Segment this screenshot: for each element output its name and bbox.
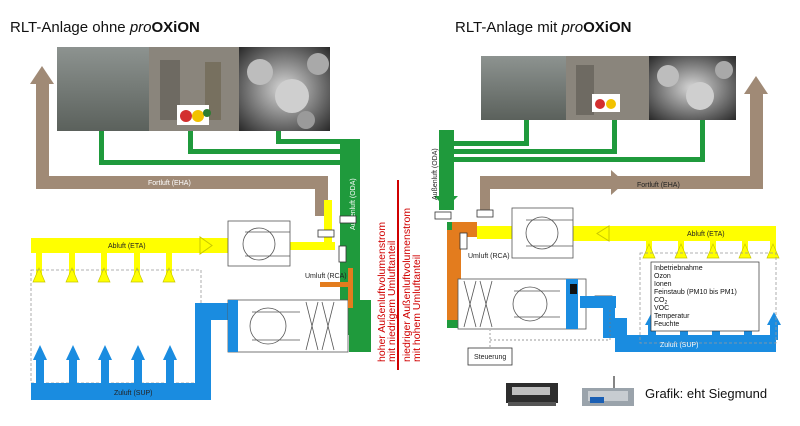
room-right: [639, 252, 777, 344]
damper-left: [317, 215, 357, 263]
label-badge-icon: [592, 94, 620, 112]
controller-device-icon: [506, 383, 558, 406]
ahu-unit-left: [227, 220, 349, 353]
ahu-unit-right: [457, 207, 587, 330]
abluft-label-left: Abluft (ETA): [108, 243, 146, 250]
photo-strip-left: [57, 47, 330, 131]
photo-strip-right: [481, 56, 736, 120]
fortluft-label-left: Fortluft (EHA): [148, 180, 191, 187]
sensor-item: Feuchte: [654, 321, 679, 328]
umluft-label-right: Umluft (RCA): [468, 253, 510, 260]
zuluft-label-right: Zuluft (SUP): [660, 342, 699, 349]
annotation-low-line1: niedriger Außenluftvolumenstrom: [401, 208, 413, 362]
abluft-label-right: Abluft (ETA): [687, 231, 725, 238]
umluft-duct-right: [447, 222, 477, 320]
annotation-high-line1: hoher Außenluftvolumenstrom: [376, 222, 388, 362]
abluft-duct-left: [31, 200, 335, 280]
sensor-item: Inbetriebnahme: [654, 265, 703, 272]
fortluft-duct-right: [480, 76, 768, 216]
flow-annotation: hoher Außenluftvolumenstrom mit niedrige…: [376, 180, 423, 370]
title-left: RLT-Anlage ohne proOXiON: [10, 19, 200, 36]
fortluft-label-right: Fortluft (EHA): [637, 182, 680, 189]
steuerung-label: Steuerung: [474, 354, 506, 361]
sensor-item: VOC: [654, 305, 669, 312]
room-left: [30, 269, 202, 384]
control-unit: Steuerung: [467, 310, 611, 366]
smog-city-photo: [481, 56, 566, 120]
label-badge-icon: [177, 105, 211, 125]
aussenluft-label-right: Außenluft (ODA): [432, 148, 439, 200]
zuluft-label-left: Zuluft (SUP): [114, 390, 153, 397]
sensor-item: Feinstaub (PM10 bis PM1): [654, 289, 737, 296]
umluft-duct-left: [320, 268, 353, 308]
sensor-item: Temperatur: [654, 313, 690, 320]
sensor-item-co2: CO2: [654, 297, 668, 306]
sensor-item: Ionen: [654, 281, 672, 288]
annotation-high-line2: mit niedrigem Umluftanteil: [386, 241, 398, 362]
annotation-low-line2: mit hohem Umluftanteil: [411, 255, 423, 362]
sensor-list: Inbetriebnahme Ozon Ionen Feinstaub (PM1…: [650, 261, 760, 332]
zuluft-duct-left: [31, 303, 239, 400]
damper-right: [434, 209, 494, 250]
sensor-device-icon: [582, 376, 634, 406]
aussenluft-label-left: Außenluft (ODA): [350, 178, 357, 230]
credit-text: Grafik: eht Siegmund: [645, 386, 768, 401]
smog-city-photo: [57, 47, 149, 131]
sensor-item: Ozon: [654, 273, 671, 280]
fortluft-duct-left: [30, 66, 328, 216]
umluft-label-left: Umluft (RCA): [305, 273, 347, 280]
title-right: RLT-Anlage mit proOXiON: [455, 19, 632, 36]
